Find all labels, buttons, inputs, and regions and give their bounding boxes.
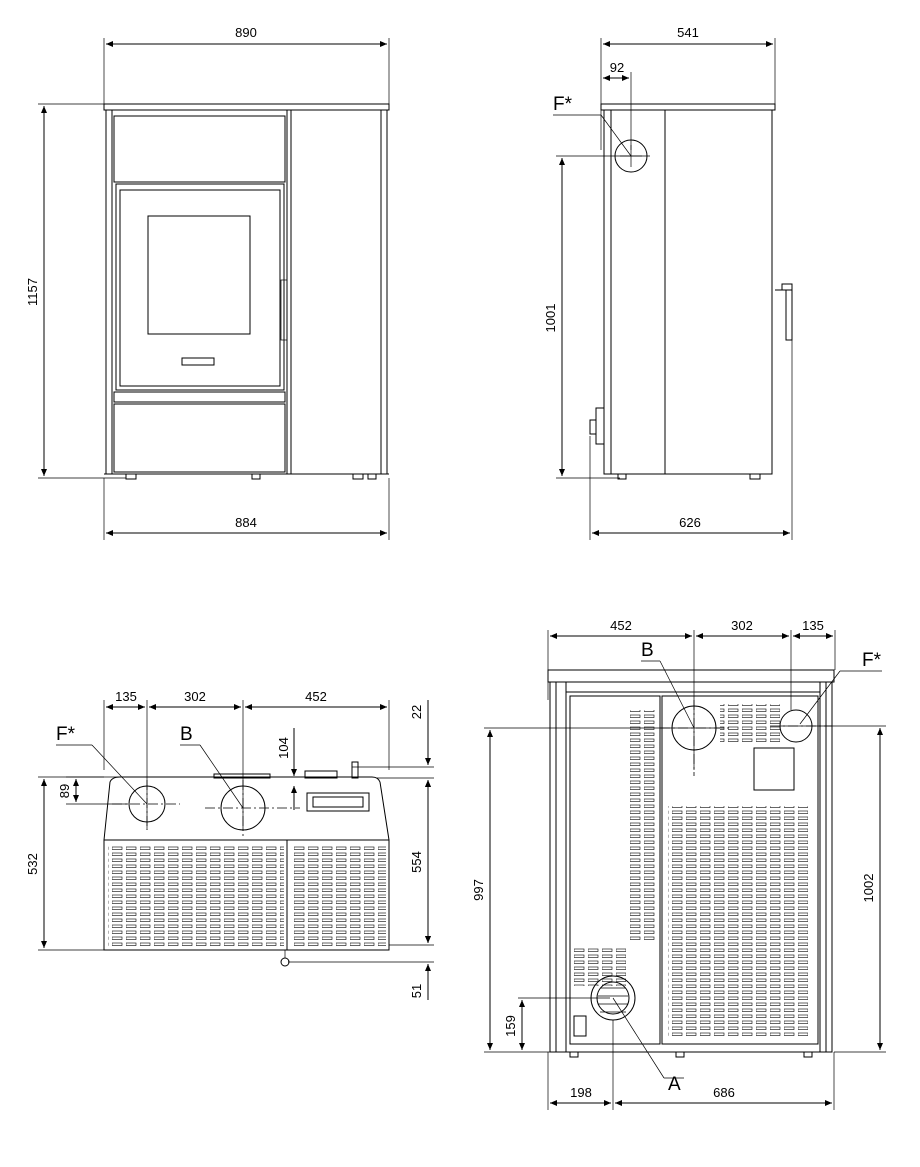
side-flue-height-label: 1001 — [543, 304, 558, 333]
rear-a-label: A — [668, 1074, 681, 1095]
top-b-label: B — [180, 724, 193, 745]
top-dim-1-label: 135 — [115, 689, 137, 704]
side-flue-label: F* — [553, 94, 573, 115]
rear-view: 452 302 135 B F* 997 1002 159 — [471, 618, 886, 1110]
side-flue-offset-label: 92 — [610, 60, 624, 75]
top-dim-104-label: 104 — [276, 737, 291, 759]
top-dim-89-label: 89 — [57, 784, 72, 798]
rear-dim-997-label: 997 — [471, 879, 486, 901]
front-view: 890 1157 884 — [25, 25, 390, 540]
rear-dim-159-label: 159 — [503, 1015, 518, 1037]
side-depth-top-label: 541 — [677, 25, 699, 40]
front-height-label: 1157 — [25, 278, 40, 306]
top-dim-532-label: 532 — [25, 853, 40, 875]
side-depth-bottom-label: 626 — [679, 515, 701, 530]
front-width-bottom-label: 884 — [235, 515, 257, 530]
top-dim-554-label: 554 — [409, 851, 424, 873]
rear-b-label: B — [641, 640, 654, 661]
top-dim-51-label: 51 — [409, 984, 424, 998]
rear-dim-198-label: 198 — [570, 1085, 592, 1100]
rear-dim-1-label: 452 — [610, 618, 632, 633]
front-width-top-label: 890 — [235, 25, 257, 40]
top-dim-2-label: 302 — [184, 689, 206, 704]
rear-dim-1002-label: 1002 — [861, 874, 876, 903]
rear-flue-label: F* — [862, 650, 882, 671]
rear-dim-3-label: 135 — [802, 618, 824, 633]
top-flue-label: F* — [56, 724, 76, 745]
rear-dim-686-label: 686 — [713, 1085, 735, 1100]
side-view: 541 92 F* 1001 626 — [543, 25, 793, 540]
top-dim-3-label: 452 — [305, 689, 327, 704]
top-view: 135 302 452 22 104 89 532 554 51 F* — [25, 689, 434, 1000]
rear-dim-2-label: 302 — [731, 618, 753, 633]
top-dim-22-label: 22 — [409, 705, 424, 719]
